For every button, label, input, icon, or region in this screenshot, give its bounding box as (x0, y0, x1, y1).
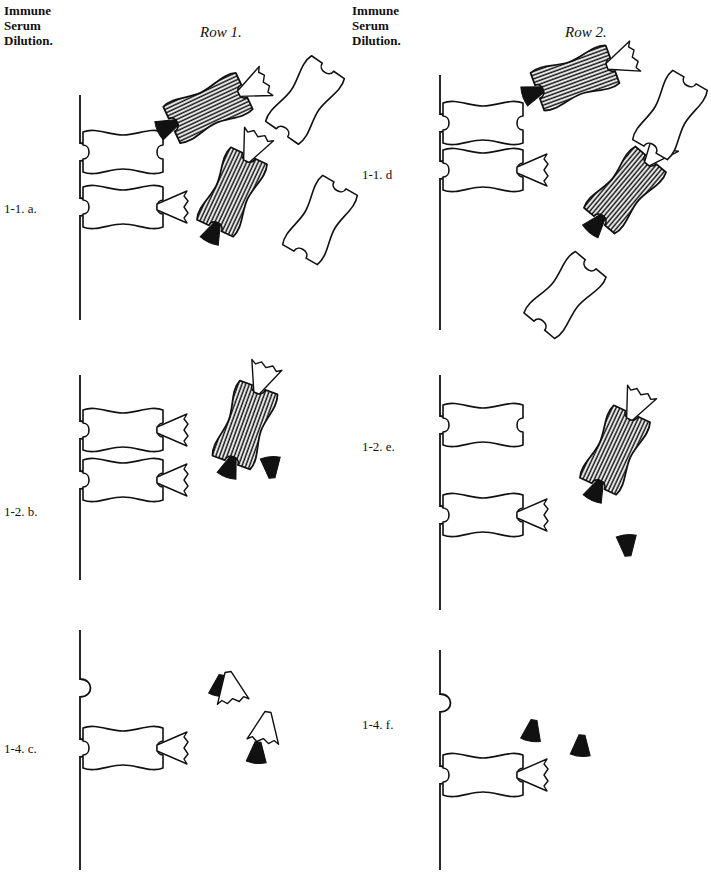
panel-e (440, 375, 662, 610)
panel-d (440, 35, 709, 339)
dilution-label: 1-1. d (362, 168, 392, 183)
panel-b (80, 357, 288, 580)
dilution-label: 1-1. a. (4, 202, 37, 217)
row-heading: Row 1. (200, 24, 242, 41)
column-heading: Immune Serum Dilution. (352, 4, 418, 49)
dilution-label: 1-4. f. (362, 718, 393, 733)
panel-c (80, 630, 284, 870)
column-heading: Immune Serum Dilution. (4, 4, 70, 49)
panel-f (440, 650, 592, 870)
panel-a (80, 55, 359, 320)
dilution-label: 1-2. b. (4, 505, 38, 520)
row-heading: Row 2. (565, 24, 607, 41)
dilution-label: 1-2. e. (362, 440, 395, 455)
dilution-label: 1-4. c. (4, 742, 37, 757)
